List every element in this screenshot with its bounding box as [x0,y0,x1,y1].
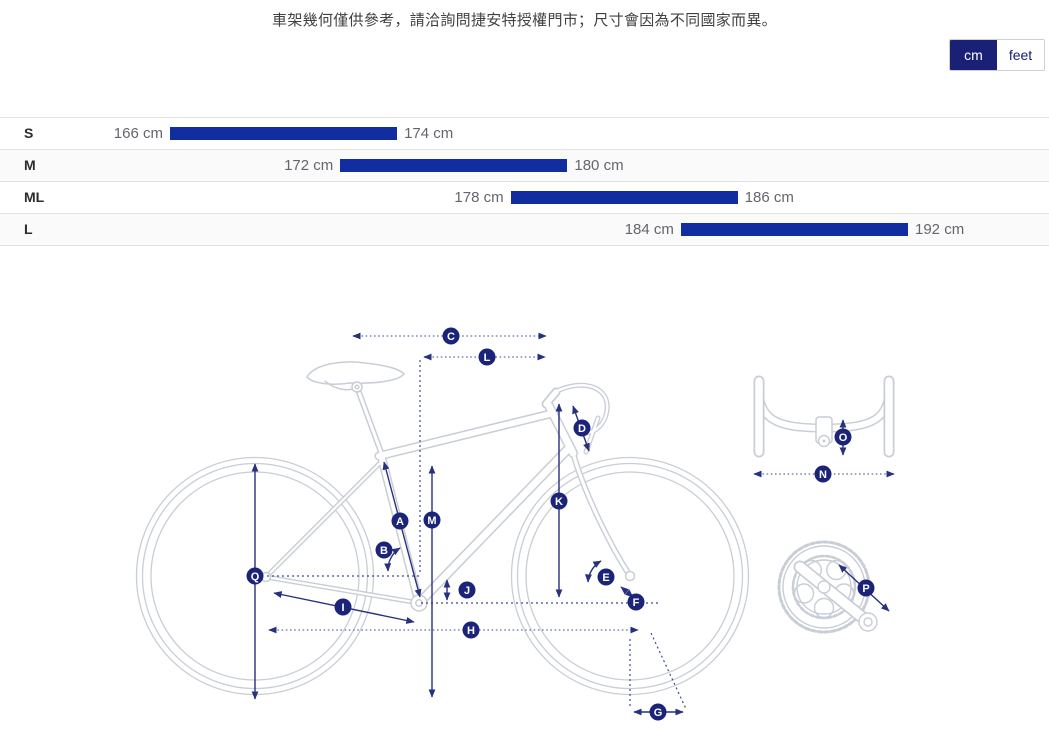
measure-label-L [478,348,496,366]
measure-letter-G: G [654,707,663,719]
min-height-label: 172 cm [284,157,334,174]
measure-label-O [834,428,852,446]
measure-letter-Q: Q [251,571,260,583]
bike-drawing [135,361,895,696]
measure-label-N [814,465,832,483]
geometry-diagram: A B C D E F G H I J K L M N O P Q [135,327,895,721]
measure-label-B [375,541,393,559]
measure-letter-badges: A B C D E F G H I J K L M N O P Q [246,327,875,721]
measure-A-line [382,461,422,598]
measure-letter-D: D [578,423,586,435]
height-range-bar [170,127,398,140]
unit-toggle-feet[interactable]: feet [997,40,1044,70]
measure-letter-J: J [464,585,470,597]
size-label: M [24,157,36,173]
min-height-label: 178 cm [454,189,504,206]
size-row-M: M 172 cm 180 cm [0,150,1049,182]
frame-tubes-core [264,384,632,606]
measure-label-C [442,327,460,345]
size-label: L [24,221,33,237]
measure-label-Q [246,567,264,585]
steering-axis-ref [650,632,687,710]
measure-label-P [857,579,875,597]
reference-lines [267,360,687,710]
measure-letter-C: C [447,331,455,343]
geometry-disclaimer: 車架幾何僅供參考，請洽詢問捷安特授權門市；尺寸會因為不同國家而異。 [272,12,777,29]
measure-label-D [573,419,591,437]
height-range-bar [680,223,908,236]
size-row-L: L 184 cm 192 cm [0,214,1049,246]
measure-label-A [391,512,409,530]
size-label: S [24,125,34,141]
measure-letter-A: A [396,516,404,528]
measure-letter-L: L [484,352,491,364]
measure-label-K [550,492,568,510]
min-height-label: 184 cm [624,221,674,238]
measure-label-G [649,703,667,721]
unit-toggle: cm feet [949,39,1045,71]
measurement-arrows [251,332,895,716]
measure-letter-K: K [555,496,563,508]
size-label: ML [24,189,45,205]
size-row-S: S 166 cm 174 cm [0,118,1049,150]
measure-letter-H: H [467,625,475,637]
measure-label-F [627,593,645,611]
measure-letter-B: B [380,545,388,557]
unit-toggle-cm[interactable]: cm [950,40,997,70]
measure-letter-F: F [633,597,640,609]
max-height-label: 180 cm [574,157,624,174]
min-height-label: 166 cm [113,125,163,142]
measure-letter-M: M [427,515,436,527]
measure-label-E [597,568,615,586]
measure-label-I [334,598,352,616]
height-range-bar [510,191,738,204]
measure-letter-P: P [862,583,869,595]
measure-letter-I: I [341,602,344,614]
size-row-ML: ML 178 cm 186 cm [0,182,1049,214]
height-range-bar [340,159,568,172]
measure-letter-N: N [819,469,827,481]
handlebar-detail [753,375,895,458]
max-height-label: 186 cm [744,189,794,206]
saddle [306,361,405,393]
max-height-label: 174 cm [404,125,454,142]
measure-B-arc [384,547,401,572]
measure-label-J [458,581,476,599]
measure-letter-E: E [602,572,609,584]
max-height-label: 192 cm [915,221,965,238]
measure-label-M [423,511,441,529]
measure-E-arc [584,560,602,583]
size-height-table: S 166 cm 174 cm M 172 cm 180 cm ML 178 cm 186 cm… [0,117,1049,246]
measure-label-H [462,621,480,639]
measure-letter-O: O [839,432,848,444]
